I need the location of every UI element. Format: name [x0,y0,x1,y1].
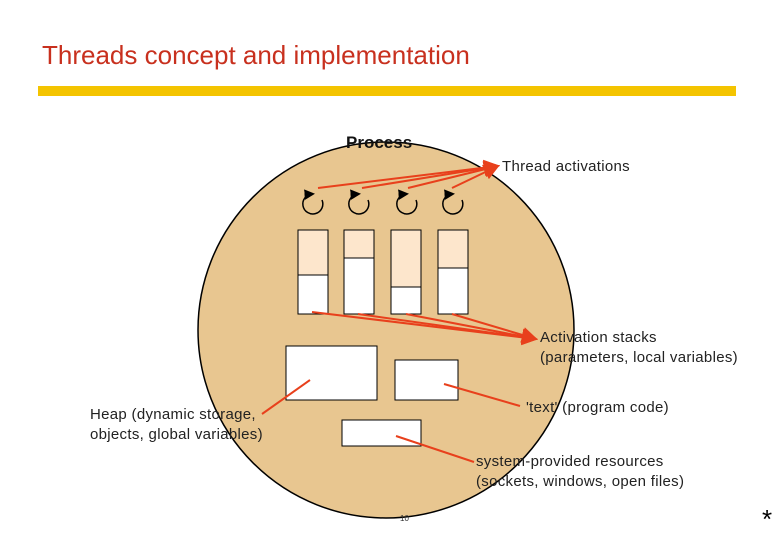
activation-stack [343,229,375,315]
slide-marker: * [762,504,773,534]
resources-pointer [395,435,475,463]
thread-activation-icon [302,189,324,215]
text-label: 'text' (program code) [526,399,669,416]
process-label: Process [346,133,413,152]
resources-box [341,419,422,447]
resources-label-line-1: system-provided resources [476,453,664,470]
resources-label: system-provided resources (sockets, wind… [476,452,684,492]
process-circle [197,141,575,519]
activation-stack [390,229,422,315]
thread-activations-label: Thread activations [502,158,630,175]
activation-stacks-label-line-1: Activation stacks [540,329,657,346]
resources-label-line-2: (sockets, windows, open files) [476,473,685,490]
thread-activation-icon [348,189,370,215]
heap-box [285,345,378,401]
activation-stack [297,229,329,315]
slide-title: Threads concept and implementation [42,40,470,70]
heap-pointer [261,379,311,415]
text-pointer [443,383,521,407]
title-rule [38,86,736,96]
page-number: 10 [400,514,409,523]
activation-stacks-label-line-2: (parameters, local variables) [540,349,738,366]
activation-stack [437,229,469,315]
heap-label: Heap (dynamic storage, objects, global v… [90,405,263,445]
thread-activation-icon [396,189,418,215]
activation-stack-pointers [311,311,538,346]
text-box [394,359,459,401]
heap-label-line-2: objects, global variables) [90,426,263,443]
thread-activation-icon [442,189,464,215]
thread-activation-pointers [317,159,500,189]
activation-stacks-label: Activation stacks (parameters, local var… [540,328,738,368]
heap-label-line-1: Heap (dynamic storage, [90,406,256,423]
